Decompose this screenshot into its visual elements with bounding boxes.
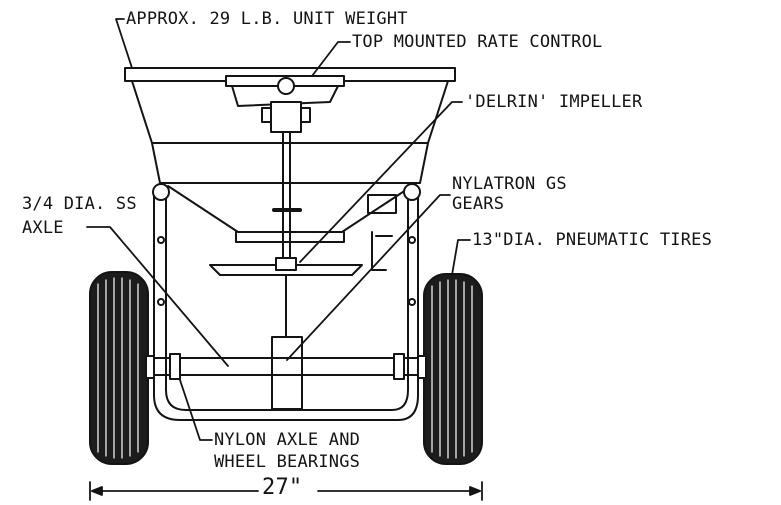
leader-gears	[286, 194, 451, 361]
leader-rate-control	[311, 41, 351, 77]
label-axle-line2: AXLE	[22, 218, 64, 238]
left-tire	[89, 271, 155, 465]
leader-unit-weight	[115, 18, 133, 69]
leader-bearings	[179, 379, 213, 441]
leader-lines	[86, 18, 471, 441]
label-bearings-line2: WHEEL BEARINGS	[214, 452, 361, 472]
rate-control	[225, 75, 345, 266]
leader-axle	[86, 226, 229, 367]
label-width-dimension: 27"	[262, 475, 303, 500]
right-tire	[417, 273, 483, 465]
gear-bracket	[272, 194, 397, 271]
label-axle-line1: 3/4 DIA. SS	[22, 194, 137, 214]
axle	[149, 353, 425, 380]
impeller-disk	[209, 257, 363, 338]
rate-control-knob	[277, 77, 295, 95]
label-bearings-line1: NYLON AXLE AND	[214, 430, 361, 450]
leader-impeller	[299, 101, 463, 263]
label-gears-line2: GEARS	[452, 194, 505, 214]
label-rate-control: TOP MOUNTED RATE CONTROL	[352, 32, 603, 52]
label-unit-weight: APPROX. 29 L.B. UNIT WEIGHT	[126, 9, 408, 29]
label-impeller: 'DELRIN' IMPELLER	[465, 92, 643, 112]
label-tires: 13"DIA. PNEUMATIC TIRES	[472, 230, 713, 250]
width-dimension	[89, 481, 483, 501]
leader-tires	[451, 239, 471, 276]
label-gears-line1: NYLATRON GS	[452, 174, 567, 194]
frame	[152, 183, 421, 421]
